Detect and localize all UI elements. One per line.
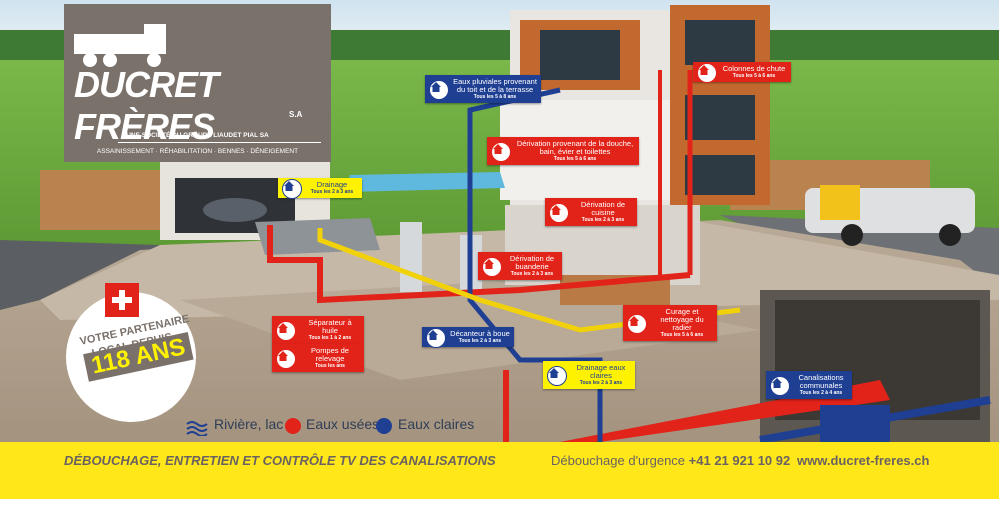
legend-clear: Eaux claires [398,416,475,432]
house-icon [697,63,717,84]
legend-dot-blue [376,418,392,434]
brand-suffix: S.A [289,110,303,119]
house-icon [491,142,511,162]
footer-urgency: Débouchage d'urgence +41 21 921 10 92 [551,453,790,468]
brand-services: ASSAINISSEMENT · RÉHABILITATION · BENNES… [96,148,299,155]
brand-name: DUCRET FRÈRES [74,64,219,147]
house-icon [276,349,296,369]
house-icon [627,313,647,334]
illustration-scene: DUCRET FRÈRES S.A UNE SOCIÉTÉ DU GROUPE … [0,0,999,442]
footer-slogan: DÉBOUCHAGE, ENTRETIEN ET CONTRÔLE TV DES… [64,453,496,468]
logo-divider [118,142,321,143]
urgency-label: Débouchage d'urgence [551,453,686,468]
swiss-flag-icon [105,283,139,317]
footer-bar: DÉBOUCHAGE, ENTRETIEN ET CONTRÔLE TV DES… [0,442,999,499]
house-icon [429,80,449,100]
website-link[interactable]: www.ducret-freres.ch [797,453,930,468]
house-icon [482,257,502,277]
legend-used: Eaux usées [306,416,380,432]
house-icon [282,179,302,200]
house-icon [426,328,446,349]
brand-group: UNE SOCIÉTÉ DU GROUPE LIAUDET PIAL SA [126,132,269,139]
house-icon [549,203,569,223]
house-icon [276,321,296,341]
house-icon [770,376,790,396]
truck-logo-icon [74,24,166,67]
house-icon [547,366,567,386]
label-eaux-pluviales: Eaux pluviales provenant du toit et de l… [425,75,541,103]
wave-icon [186,421,208,436]
legend-river: Rivière, lac [214,416,284,432]
label-derivation-douche: Dérivation provenant de la douche, bain,… [487,137,639,165]
legend-dot-red [285,418,301,434]
brand-logo: DUCRET FRÈRES S.A UNE SOCIÉTÉ DU GROUPE … [64,4,331,162]
phone-number[interactable]: +41 21 921 10 92 [688,453,791,468]
